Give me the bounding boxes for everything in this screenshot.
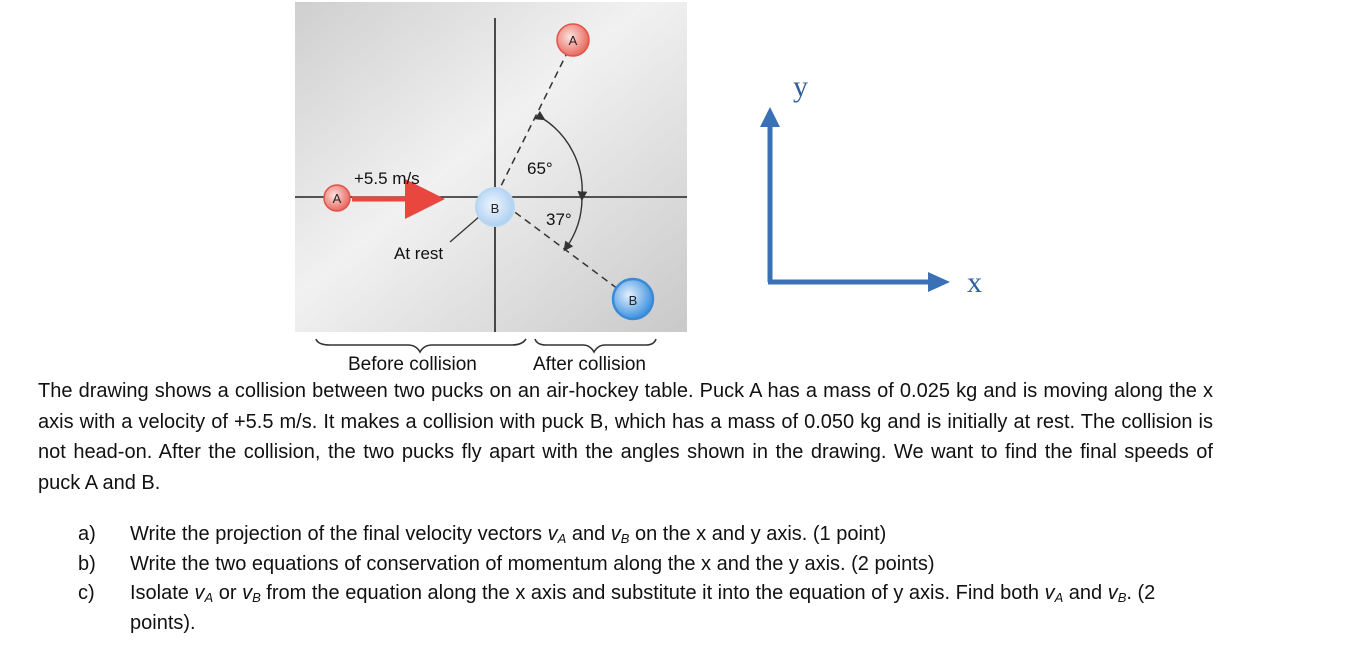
question-text: Write the two equations of conservation … <box>130 553 935 575</box>
angle-label-65: 65° <box>527 159 553 178</box>
before-caption: Before collision <box>348 354 477 375</box>
trajectory-a <box>495 42 573 197</box>
puck-a-after: A <box>556 23 590 57</box>
collision-diagram: A B A B +5.5 m/s At rest 65° 37° Before … <box>295 2 687 375</box>
svg-text:B: B <box>629 293 638 308</box>
svg-text:A: A <box>569 33 578 48</box>
svg-text:B: B <box>491 201 500 216</box>
question-list: a) Write the projection of the final vel… <box>78 520 1218 638</box>
question-a: a) Write the projection of the final vel… <box>78 520 1218 550</box>
question-text: Write the projection of the final veloci… <box>130 523 887 546</box>
after-brace <box>534 338 657 354</box>
trajectory-b <box>495 197 631 299</box>
question-text: Isolate vA or vB from the equation along… <box>130 582 1156 634</box>
velocity-label: +5.5 m/s <box>354 169 420 188</box>
x-axis-label: x <box>967 266 982 299</box>
puck-b-before: B <box>475 187 515 227</box>
air-hockey-table <box>295 2 687 332</box>
question-letter: c) <box>78 582 95 604</box>
svg-text:A: A <box>333 191 342 206</box>
before-brace <box>315 338 527 354</box>
rest-pointer <box>449 215 481 243</box>
y-axis-label: y <box>793 70 808 103</box>
rest-label: At rest <box>394 244 443 263</box>
question-c: c) Isolate vA or vB from the equation al… <box>78 579 1218 638</box>
x-axis-arrowhead <box>928 272 950 292</box>
angle-arc-37 <box>563 198 583 252</box>
after-caption: After collision <box>533 354 646 375</box>
angle-label-37: 37° <box>546 210 572 229</box>
question-letter: b) <box>78 553 96 575</box>
puck-a-before: A <box>323 184 351 212</box>
problem-statement: The drawing shows a collision between tw… <box>38 380 1213 494</box>
angle-arc-65 <box>534 110 588 202</box>
question-b: b) Write the two equations of conservati… <box>78 550 1218 579</box>
question-letter: a) <box>78 523 96 545</box>
coordinate-axes: y x <box>760 70 982 299</box>
puck-b-after: B <box>611 277 655 321</box>
y-axis-arrowhead <box>760 107 780 127</box>
